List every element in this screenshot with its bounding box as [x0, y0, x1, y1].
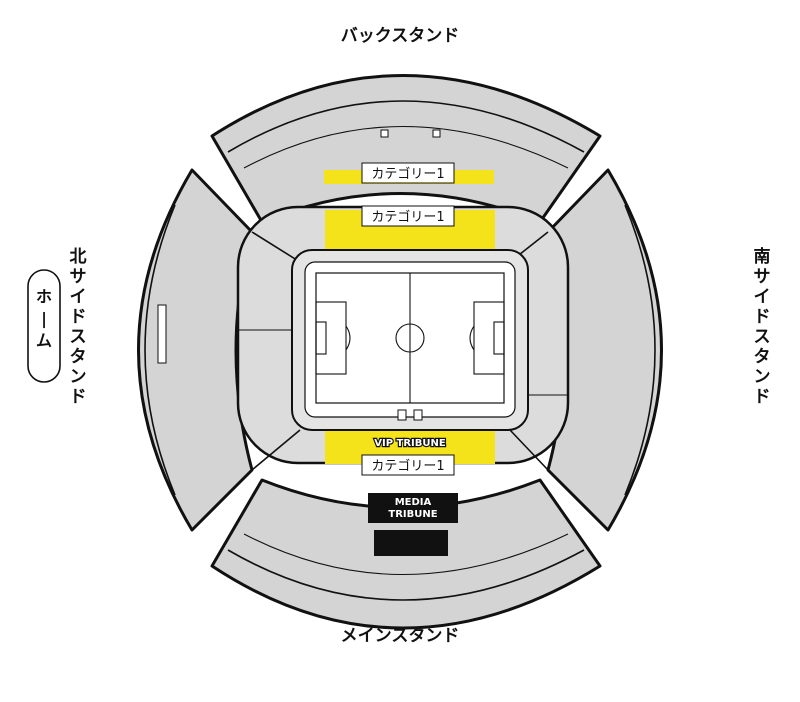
- media-tribune[interactable]: MEDIA TRIBUNE: [368, 493, 458, 523]
- south-stand-title: 南サイドスタンド: [754, 246, 771, 407]
- category-label-back-lower[interactable]: カテゴリー1: [361, 205, 455, 227]
- football-pitch: [291, 249, 529, 431]
- home-badge: ホ|ム: [27, 269, 61, 383]
- north-side-stand[interactable]: [137, 168, 254, 532]
- svg-text:カテゴリー1: カテゴリー1: [371, 209, 444, 225]
- svg-text:ホ|ム: ホ|ム: [36, 287, 52, 350]
- category-label-back-upper[interactable]: カテゴリー1: [361, 162, 455, 184]
- main-stand-title: メインスタンド: [341, 626, 460, 646]
- vip-tribune-label[interactable]: VIP TRIBUNE: [373, 437, 447, 450]
- svg-text:カテゴリー1: カテゴリー1: [371, 166, 444, 182]
- svg-text:VIP TRIBUNE: VIP TRIBUNE: [374, 438, 446, 449]
- north-stand-title: 北サイドスタンド: [70, 247, 87, 407]
- svg-text:MEDIA: MEDIA: [395, 497, 432, 508]
- main-stand[interactable]: [210, 478, 602, 630]
- svg-text:TRIBUNE: TRIBUNE: [388, 509, 437, 520]
- back-stand-title: バックスタンド: [341, 26, 460, 46]
- back-stand[interactable]: [210, 74, 602, 224]
- media-box-lower: [374, 530, 448, 556]
- category-label-main[interactable]: カテゴリー1: [361, 454, 455, 476]
- svg-text:カテゴリー1: カテゴリー1: [371, 458, 444, 474]
